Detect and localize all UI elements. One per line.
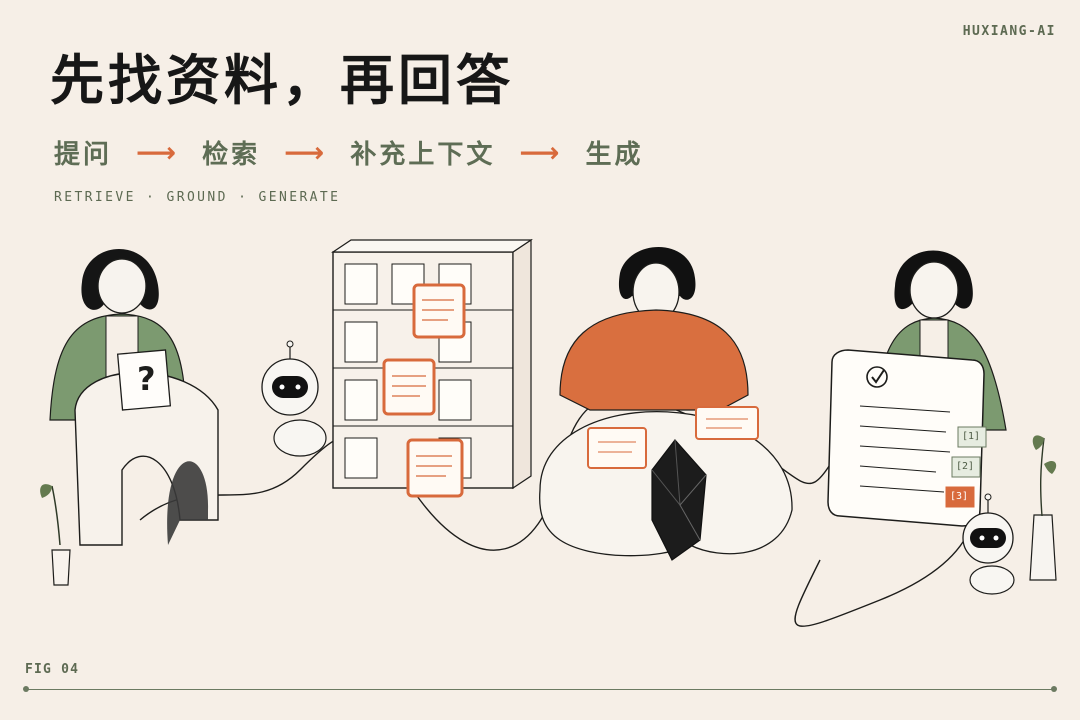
crystal-icon <box>651 439 707 561</box>
person-grounding <box>559 247 749 411</box>
reference-tag-1 <box>957 426 987 448</box>
checkmark-icon <box>866 366 888 388</box>
rule-dot-left <box>23 686 29 692</box>
reference-label-3: [3] <box>950 491 969 502</box>
brand-label: HUXIANG-AI <box>962 24 1056 39</box>
retrieved-doc-1 <box>412 283 466 339</box>
plant-icon <box>40 484 71 586</box>
robot-icon <box>962 493 1015 595</box>
arrow-icon: ⟶ <box>136 136 177 169</box>
reference-tag-3 <box>945 486 975 508</box>
step-generate: 生成 <box>585 140 644 170</box>
flow-steps: 提问 ⟶ 检索 ⟶ 补充上下文 ⟶ 生成 <box>54 134 643 171</box>
arrow-icon: ⟶ <box>284 136 325 169</box>
subtitle: RETRIEVE · GROUND · GENERATE <box>54 190 341 205</box>
bottom-rule <box>25 689 1056 690</box>
reference-label-1: [1] <box>962 431 981 442</box>
context-note-left <box>587 427 647 469</box>
plant-icon <box>1029 435 1057 581</box>
rule-dot-right <box>1051 686 1057 692</box>
arrow-icon: ⟶ <box>519 136 560 169</box>
retrieved-doc-3 <box>406 438 464 498</box>
question-mark: ? <box>137 360 156 398</box>
ballot-box <box>74 371 219 546</box>
step-ask: 提问 <box>54 140 113 170</box>
context-note-right <box>695 406 759 440</box>
robot-icon <box>261 340 327 457</box>
reference-tag-2 <box>951 456 981 478</box>
step-context: 补充上下文 <box>350 140 496 170</box>
answer-document <box>827 349 985 527</box>
reference-label-2: [2] <box>956 461 975 472</box>
question-card-icon <box>116 349 172 411</box>
retrieved-doc-2 <box>382 358 436 416</box>
figure-label: FIG 04 <box>25 662 80 677</box>
step-retrieve: 检索 <box>202 140 261 170</box>
page-title: 先找资料，再回答 <box>50 48 514 112</box>
